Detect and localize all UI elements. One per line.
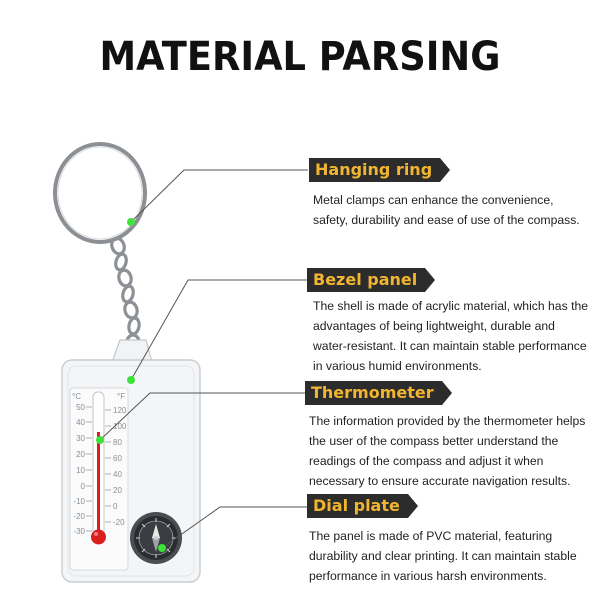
leader-thermometer xyxy=(99,392,308,441)
svg-text:30: 30 xyxy=(76,434,85,443)
leader-hanging-ring xyxy=(130,169,308,223)
svg-text:40: 40 xyxy=(113,470,122,479)
desc-dial-plate: The panel is made of PVC material, featu… xyxy=(309,529,577,583)
hanging-ring xyxy=(53,142,147,244)
celsius-unit: °C xyxy=(72,392,81,401)
marker-dial-plate xyxy=(158,544,166,552)
chain xyxy=(110,236,141,351)
svg-text:20: 20 xyxy=(113,486,122,495)
svg-text:0: 0 xyxy=(113,502,118,511)
label-bezel-panel: Bezel panel xyxy=(307,268,436,292)
marker-thermometer xyxy=(96,436,104,444)
svg-text:120: 120 xyxy=(113,406,127,415)
svg-text:40: 40 xyxy=(76,418,85,427)
svg-text:-20: -20 xyxy=(113,518,125,527)
marker-bezel-panel xyxy=(127,376,135,384)
label-thermometer: Thermometer xyxy=(305,381,452,405)
svg-text:60: 60 xyxy=(113,454,122,463)
mercury-bulb xyxy=(91,529,106,545)
label-dial-plate: Dial plate xyxy=(307,494,418,518)
svg-text:100: 100 xyxy=(113,422,127,431)
fahrenheit-unit: °F xyxy=(117,392,125,401)
leader-dial-plate xyxy=(161,506,308,549)
desc-hanging-ring: Metal clamps can enhance the convenience… xyxy=(313,193,580,227)
svg-text:20: 20 xyxy=(76,450,85,459)
svg-text:10: 10 xyxy=(76,466,85,475)
svg-text:80: 80 xyxy=(113,438,122,447)
svg-text:-30: -30 xyxy=(73,527,85,536)
marker-hanging-ring xyxy=(127,218,135,226)
label-hanging-ring: Hanging ring xyxy=(309,158,451,182)
page-title: MATERIAL PARSING xyxy=(99,34,501,80)
svg-text:-20: -20 xyxy=(73,512,85,521)
svg-text:0: 0 xyxy=(81,482,86,491)
svg-text:-10: -10 xyxy=(73,497,85,506)
desc-thermometer: The information provided by the thermome… xyxy=(309,414,586,488)
desc-bezel-panel: The shell is made of acrylic material, w… xyxy=(313,299,589,373)
compass-dial xyxy=(130,512,182,564)
leader-bezel-panel xyxy=(130,279,308,381)
svg-text:50: 50 xyxy=(76,403,85,412)
